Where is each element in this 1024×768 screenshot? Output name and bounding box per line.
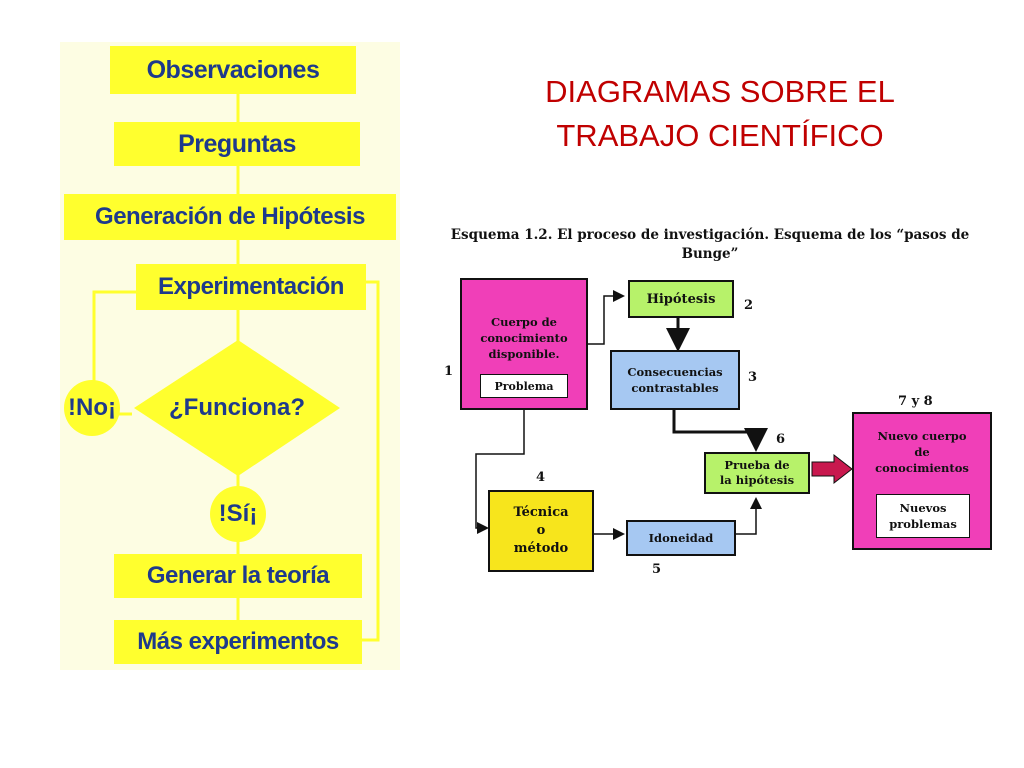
step-number-5: 5 <box>652 562 662 577</box>
step-generacion-hipotesis: Generación de Hipótesis <box>64 194 396 240</box>
box-prueba-hipotesis: Prueba de la hipótesis <box>704 452 810 494</box>
nuevos-problemas-label: Nuevos problemas <box>889 501 957 531</box>
scheme-title: Esquema 1.2. El proceso de investigación… <box>450 227 970 262</box>
step-number-2: 2 <box>744 298 754 313</box>
step-number-7-8: 7 y 8 <box>898 394 933 409</box>
si-circle-shape <box>210 486 266 542</box>
slide-title: DIAGRAMAS SOBRE EL TRABAJO CIENTÍFICO <box>545 74 895 153</box>
idoneidad-label: Idoneidad <box>648 531 714 545</box>
arrow-idoneidad-prueba <box>736 497 762 535</box>
step-number-4: 4 <box>536 470 546 485</box>
step-observaciones: Observaciones <box>110 46 356 94</box>
box-nuevos-problemas: Nuevos problemas <box>876 494 970 538</box>
arrow-cuerpo-hipotesis <box>586 290 625 345</box>
nuevo-label: Nuevo cuerpo de conocimientos <box>875 429 969 475</box>
box-problema: Problema <box>480 374 568 398</box>
step-number-1: 1 <box>444 364 454 379</box>
step-preguntas: Preguntas <box>114 122 360 166</box>
scientific-method-flowchart: Observaciones Preguntas Generación de Hi… <box>60 42 400 670</box>
funciona-diamond-shape <box>134 340 340 476</box>
step-number-6: 6 <box>776 432 786 447</box>
step-number-3: 3 <box>748 370 758 385</box>
arrow-cuerpo-tecnica <box>475 410 525 534</box>
box-consecuencias: Consecuencias contrastables <box>610 350 740 410</box>
cuerpo-label: Cuerpo de conocimiento disponible. <box>480 315 568 361</box>
step-funciona: ¿Funciona? <box>169 394 305 421</box>
tecnica-label: Técnica o método <box>513 505 569 556</box>
hipotesis-label: Hipótesis <box>646 291 716 307</box>
flowchart-connectors <box>64 94 380 642</box>
box-idoneidad: Idoneidad <box>626 520 736 556</box>
problema-label: Problema <box>494 379 554 393</box>
step-si: !Sí¡ <box>218 500 258 527</box>
prueba-label: Prueba de la hipótesis <box>719 458 795 487</box>
box-tecnica-metodo: Técnica o método <box>488 490 594 572</box>
step-mas-experimentos: Más experimentos <box>114 620 362 664</box>
arrow-consecuencias-prueba <box>672 410 768 452</box>
consecuencias-label: Consecuencias contrastables <box>627 365 723 395</box>
box-hipotesis: Hipótesis <box>628 280 734 318</box>
arrow-prueba-nuevo <box>811 453 853 485</box>
step-experimentacion: Experimentación <box>136 264 366 310</box>
no-circle-shape <box>64 380 120 436</box>
step-generar-teoria: Generar la teoría <box>114 554 362 598</box>
step-no: !No¡ <box>68 394 116 421</box>
